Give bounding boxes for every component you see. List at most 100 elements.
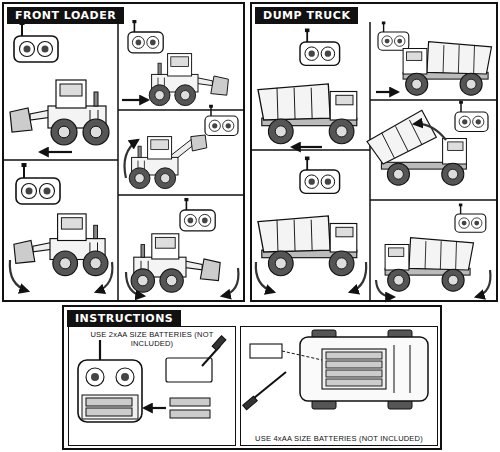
front-loader [131,234,220,292]
motion-arrow [144,407,166,409]
remote-control [14,21,58,62]
bed-rib [455,241,457,269]
loader-body [149,54,228,106]
tire [160,269,183,292]
bed-rib [294,220,296,251]
tire [268,251,293,276]
battery [326,352,382,359]
truck-cab [403,49,427,75]
joystick [136,40,142,46]
dump-truck [365,110,467,186]
tire [388,269,410,291]
front-loader [149,54,228,106]
battery-note: USE 2xAA SIZE BATTERIES (NOT INCLUDED) [71,330,233,348]
joystick-ring [459,116,470,127]
divider-line [369,22,371,300]
joystick-ring [116,368,134,386]
loader-bucket [10,108,32,132]
motion-arrow [376,91,398,93]
tire [131,269,154,292]
divider-line [117,22,119,300]
loader-cab [56,80,86,108]
remote-control [205,105,238,136]
screwdriver-shaft [254,372,286,398]
remote-control [455,101,488,132]
remote-body [300,170,340,193]
bed-rib [277,220,279,251]
loader-cab [58,214,87,241]
truck-battery-view [243,330,428,410]
front-loader [129,135,207,189]
loader-cab [168,54,192,76]
remote-control [300,157,340,194]
section-heading: INSTRUCTIONS [67,310,181,327]
remote-control [378,22,409,51]
bed-rib [277,88,279,119]
joystick [325,179,331,185]
antenna-tip [305,29,310,33]
truck-cab [443,139,467,165]
battery [86,398,132,406]
antenna-tip [382,22,386,25]
joystick-ring [473,116,484,127]
hub [412,79,422,89]
motion-arrow [292,146,322,148]
cab-window [171,57,189,67]
tire [442,163,464,185]
hub [393,169,403,179]
chassis-line [394,345,395,393]
remote-control [455,204,486,233]
section-panel: DUMP TRUCK [250,2,498,302]
turn-arrow [222,268,238,296]
battery-cover [250,344,282,358]
joystick-ring [22,184,37,199]
bed-rib [396,126,409,152]
joystick-ring [321,175,335,189]
joystick [226,123,231,128]
truck-body [385,238,473,292]
joystick [462,119,467,124]
cab-window [389,248,404,257]
chassis-line [410,345,411,393]
section-panel: FRONT LOADER [2,2,245,302]
tire [175,85,196,106]
remote-control [16,163,60,204]
antenna-tip [459,101,463,104]
loader-body [14,214,108,276]
bed-rib [294,88,296,119]
tire [129,168,150,189]
joystick-ring [147,36,159,48]
bed-shape [409,238,474,270]
instruction-box: USE 4xAA SIZE BATTERIES (NOT INCLUDED) [240,326,438,446]
dump-truck [258,216,357,276]
hub [466,79,476,89]
turn-arrow [476,270,490,297]
truck-cab [330,92,357,121]
tire [51,119,77,145]
joystick [397,39,402,44]
turn-arrow [126,272,144,296]
joystick [202,218,208,224]
motion-arrow [122,99,148,101]
joystick-ring [20,42,35,57]
hub [138,275,149,286]
battery [326,370,382,377]
bed-rib [458,45,460,73]
joystick [42,46,49,53]
joystick [474,221,479,226]
joystick-ring [471,218,482,229]
cab-window [407,52,422,61]
joystick-ring [38,42,53,57]
battery [170,398,210,406]
divider-line [370,99,496,101]
tire [406,73,428,95]
joystick [385,39,390,44]
tire [329,251,354,276]
joystick-ring [305,175,319,189]
joystick-ring [394,36,405,47]
exhaust [138,146,141,157]
tire [83,119,109,145]
bed-rib [425,241,427,269]
remote-body [16,178,60,204]
